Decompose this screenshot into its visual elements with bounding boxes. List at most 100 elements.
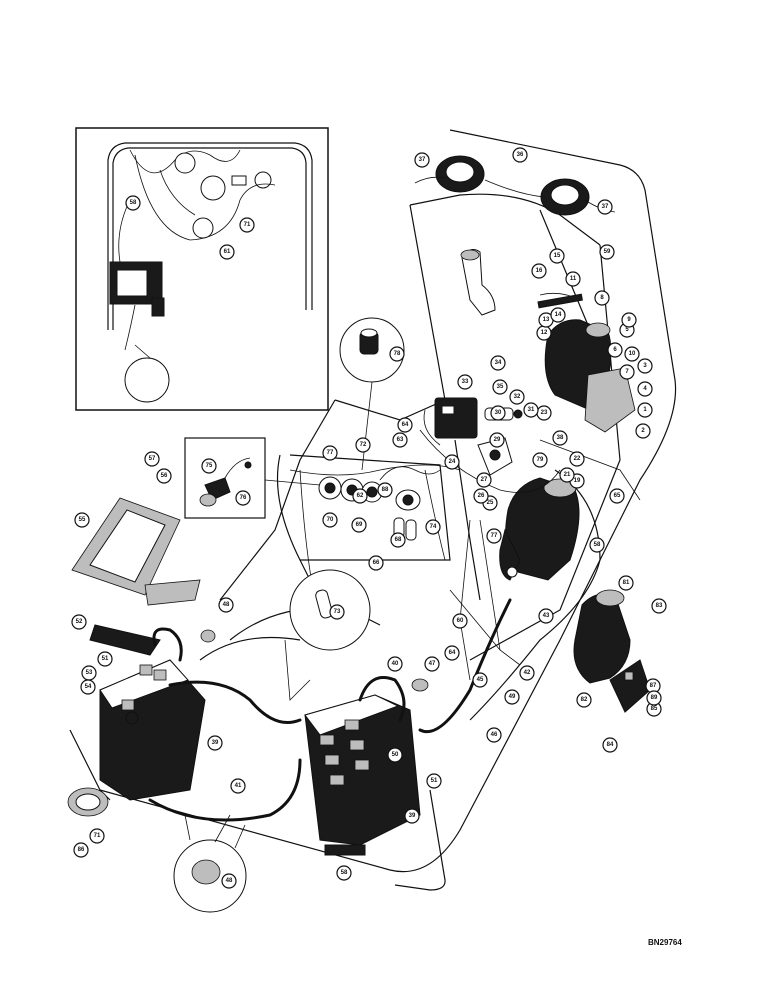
callout-r83: 83 <box>651 598 667 614</box>
callout-number: 71 <box>94 833 101 839</box>
callout-number: 50 <box>392 752 399 758</box>
callout-r55: 55 <box>74 512 90 528</box>
callout-r8: 8 <box>594 290 610 306</box>
callout-r65: 65 <box>609 488 625 504</box>
callout-r23: 23 <box>536 405 552 421</box>
callout-r30: 30 <box>490 405 506 421</box>
callout-r31: 31 <box>523 402 539 418</box>
callout-number: 79 <box>537 457 544 463</box>
callout-number: 40 <box>392 661 399 667</box>
callout-number: 37 <box>419 157 426 163</box>
callout-number: 2 <box>641 428 645 434</box>
callout-number: 68 <box>395 537 402 543</box>
callout-r45: 45 <box>472 672 488 688</box>
callout-r26: 26 <box>473 488 489 504</box>
callout-number: 86 <box>78 847 85 853</box>
callout-r51b: 51 <box>426 773 442 789</box>
callout-r77a: 77 <box>322 445 338 461</box>
callout-number: 31 <box>528 407 535 413</box>
callout-number: 85 <box>651 706 658 712</box>
callout-number: 78 <box>394 351 401 357</box>
callout-r27: 27 <box>476 472 492 488</box>
callout-number: 89 <box>651 695 658 701</box>
callout-number: 30 <box>495 410 502 416</box>
detail-circle-78 <box>339 317 405 471</box>
callout-r64a: 64 <box>397 417 413 433</box>
callout-r76: 76 <box>235 490 251 506</box>
battery-left <box>89 624 206 801</box>
callout-number: 82 <box>581 697 588 703</box>
callout-number: 16 <box>536 268 543 274</box>
callout-r39b: 39 <box>404 808 420 824</box>
callout-r56: 56 <box>156 468 172 484</box>
callout-r24: 24 <box>444 454 460 470</box>
callout-number: 58 <box>594 542 601 548</box>
callout-number: 15 <box>554 253 561 259</box>
callout-r50: 50 <box>387 747 403 763</box>
callout-r84: 84 <box>602 737 618 753</box>
callout-number: 52 <box>76 619 83 625</box>
generator <box>537 292 636 433</box>
callout-r58_inset: 58 <box>125 195 141 211</box>
callout-number: 41 <box>235 783 242 789</box>
callout-number: 38 <box>557 435 564 441</box>
callout-number: 51 <box>431 778 438 784</box>
callout-number: 11 <box>570 276 577 282</box>
callout-r62: 62 <box>352 488 368 504</box>
callout-number: 69 <box>356 522 363 528</box>
callout-r11: 11 <box>565 271 581 287</box>
callout-r39a: 39 <box>207 735 223 751</box>
callout-number: 77 <box>491 533 498 539</box>
callout-number: 46 <box>491 732 498 738</box>
callout-r42: 42 <box>519 665 535 681</box>
callout-number: 37 <box>602 204 609 210</box>
callout-r2: 2 <box>635 423 651 439</box>
callout-number: 74 <box>430 524 437 530</box>
callout-r35: 35 <box>492 379 508 395</box>
callout-number: 19 <box>574 478 581 484</box>
callout-number: 48 <box>226 878 233 884</box>
callout-number: 70 <box>327 517 334 523</box>
callout-number: 53 <box>86 670 93 676</box>
callout-r86: 86 <box>73 842 89 858</box>
callout-number: 39 <box>212 740 219 746</box>
callout-number: 34 <box>495 360 502 366</box>
callout-r89: 89 <box>646 690 662 706</box>
callout-number: 59 <box>604 249 611 255</box>
callout-number: 84 <box>607 742 614 748</box>
callout-r4: 4 <box>637 381 653 397</box>
callout-r70: 70 <box>322 512 338 528</box>
callout-number: 14 <box>555 312 562 318</box>
callout-r21: 21 <box>559 467 575 483</box>
callout-number: 7 <box>625 369 629 375</box>
callout-r58b: 58 <box>589 537 605 553</box>
callout-r16: 16 <box>531 263 547 279</box>
callout-r77b: 77 <box>486 528 502 544</box>
callout-r3: 3 <box>637 358 653 374</box>
callout-r41: 41 <box>230 778 246 794</box>
callout-number: 83 <box>656 603 663 609</box>
callout-r49: 49 <box>504 689 520 705</box>
callout-r47: 47 <box>424 656 440 672</box>
callout-number: 60 <box>457 618 464 624</box>
headlight-left <box>435 155 485 193</box>
callout-r10: 10 <box>624 346 640 362</box>
callout-number: 87 <box>650 683 657 689</box>
callout-number: 22 <box>574 456 581 462</box>
callout-r12: 12 <box>536 325 552 341</box>
callout-number: 77 <box>327 450 334 456</box>
battery-box-frame <box>71 497 201 606</box>
callout-r36: 36 <box>512 147 528 163</box>
callout-r81: 81 <box>618 575 634 591</box>
callout-number: 27 <box>481 477 488 483</box>
callout-r1: 1 <box>637 402 653 418</box>
callout-number: 8 <box>600 295 604 301</box>
callout-r37a: 37 <box>414 152 430 168</box>
callout-r46: 46 <box>486 727 502 743</box>
callout-r71_inset: 71 <box>239 217 255 233</box>
callout-number: 35 <box>497 384 504 390</box>
callout-number: 73 <box>334 609 341 615</box>
callout-number: 56 <box>161 473 168 479</box>
grommet-detail <box>173 814 247 913</box>
